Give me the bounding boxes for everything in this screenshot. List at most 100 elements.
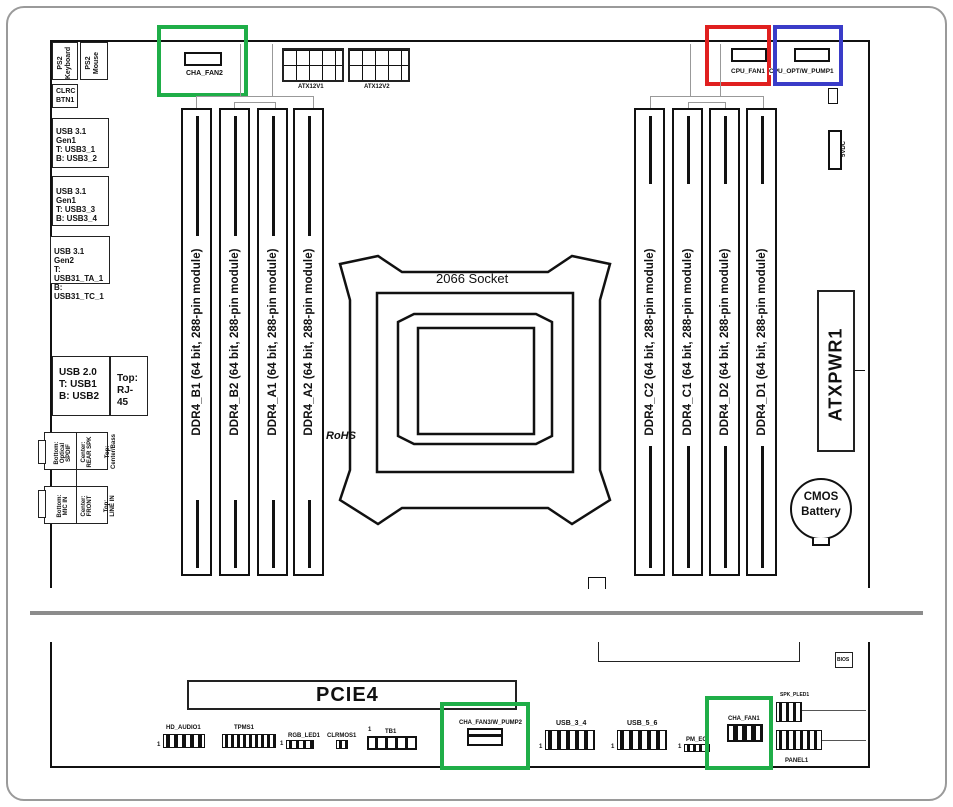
tb1-header [367, 736, 417, 750]
atx-power-connector [817, 290, 855, 452]
usb31-gen2-line1: USB 3.1 Gen2 [54, 247, 85, 265]
dimm-d1: DDR4_D1 (64 bit, 288-pin module) [746, 108, 777, 576]
socket-label: 2066 Socket [436, 271, 509, 286]
usb20-line1: USB 2.0 [59, 367, 97, 378]
dimm-a2-notch-top [308, 116, 311, 236]
dimm-a2-label: DDR4_A2 (64 bit, 288-pin module) [302, 248, 315, 436]
audio2-mic-in-label: Bottom: MIC IN [57, 494, 69, 518]
pin1-usb56: 1 [611, 744, 615, 750]
cmos-battery: CMOS Battery [790, 478, 852, 540]
cpu-opt-label: CPU_OPT/W_PUMP1 [769, 68, 834, 75]
cha-fan2-header [184, 52, 222, 66]
cha-fan3-header [467, 728, 503, 746]
chipset-block [598, 642, 800, 662]
small-jumper-right [828, 88, 838, 104]
dimm-guide-left-stem2 [272, 44, 273, 96]
dimm-c2-label: DDR4_C2 (64 bit, 288-pin module) [643, 248, 656, 436]
usb20-line3: B: USB2 [59, 391, 100, 402]
atx-power-label: ATXPWR1 [825, 327, 846, 422]
atx12v2-connector [348, 48, 410, 82]
usb31-gen1-b: USB 3.1 Gen1 T: USB3_3 B: USB3_4 [52, 176, 109, 226]
dimm-a2: DDR4_A2 (64 bit, 288-pin module) [293, 108, 324, 576]
rj45-port: Top: RJ-45 [110, 356, 148, 416]
dimm-guide-left-inner [234, 102, 276, 108]
vdc-connector [828, 130, 842, 170]
cha-fan3-label: CHA_FAN3/W_PUMP2 [459, 720, 523, 726]
dimm-guide-right-stem2 [720, 44, 721, 96]
board-top-outline [50, 40, 870, 588]
usb31-gen2-line2: T: USB31_TA_1 [54, 265, 104, 283]
dimm-d2-label: DDR4_D2 (64 bit, 288-pin module) [718, 248, 731, 436]
dimm-guide-right [650, 96, 764, 108]
cpu-fan1-header [731, 48, 767, 62]
dimm-b2-label: DDR4_B2 (64 bit, 288-pin module) [228, 248, 241, 436]
pin1-tb1: 1 [368, 727, 372, 733]
panel-header [776, 730, 822, 750]
audio1-center-bass-label: Top: Center/Bass [105, 433, 117, 469]
dimm-c1: DDR4_C1 (64 bit, 288-pin module) [672, 108, 703, 576]
dimm-b2: DDR4_B2 (64 bit, 288-pin module) [219, 108, 250, 576]
clrc-button: CLRC BTN1 [52, 84, 78, 108]
usb31-gen1-b-line2: T: USB3_3 [56, 205, 96, 214]
dimm-guide-right-inner [688, 102, 726, 108]
dimm-c2-notch-bottom [649, 446, 652, 568]
cha-fan1-label: CHA_FAN1 [728, 716, 760, 722]
usb31-gen2-line3: B: USB31_TC_1 [54, 283, 104, 301]
section-separator [30, 611, 923, 615]
dimm-c2-notch-top [649, 116, 652, 184]
audio-divider-1 [76, 432, 77, 524]
dimm-c1-notch-top [687, 116, 690, 184]
dimm-b1: DDR4_B1 (64 bit, 288-pin module) [181, 108, 212, 576]
pin1-usb34: 1 [539, 744, 543, 750]
bios-chip [835, 652, 853, 668]
panel-leader-2 [822, 740, 866, 741]
pm-ec-header [684, 744, 710, 752]
usb-5-6-label: USB_5_6 [627, 720, 658, 727]
vdc-label: 5VDC [841, 140, 848, 158]
atx-power-tick [855, 370, 865, 371]
tpms-header [222, 734, 276, 748]
clrmos-label: CLRMOS1 [327, 733, 357, 739]
audio-stack-2-tab [38, 490, 46, 518]
hd-audio-label: HD_AUDIO1 [166, 725, 201, 731]
hd-audio-header [163, 734, 205, 748]
ps2-mouse-label: PS2 Mouse [85, 51, 100, 75]
audio1-rear-spk-label: Center: REAR SPK [81, 436, 93, 468]
cha-fan1-highlight [705, 696, 773, 770]
dimm-d1-notch-bottom [761, 446, 764, 568]
cpu-fan1-highlight [705, 25, 771, 86]
usb20-line2: T: USB1 [59, 379, 97, 390]
dimm-d2: DDR4_D2 (64 bit, 288-pin module) [709, 108, 740, 576]
cmos-label-line2: Battery [801, 506, 841, 518]
dimm-d1-notch-top [761, 116, 764, 184]
rgb-led-label: RGB_LED1 [288, 733, 321, 739]
cpu-socket-outline [338, 254, 612, 526]
audio2-line-in-label: Top: LINE IN [104, 495, 116, 517]
dimm-b2-notch-bottom [234, 500, 237, 568]
dimm-c2: DDR4_C2 (64 bit, 288-pin module) [634, 108, 665, 576]
usb-5-6-header [617, 730, 667, 750]
small-chip [588, 577, 606, 589]
dimm-b1-notch-bottom [196, 500, 199, 568]
pcie4-label: PCIE4 [316, 684, 379, 706]
usb20-ports: USB 2.0 T: USB1 B: USB2 [52, 356, 110, 416]
dimm-a2-notch-bottom [308, 500, 311, 568]
dimm-a1: DDR4_A1 (64 bit, 288-pin module) [257, 108, 288, 576]
bios-label: BIOS [837, 657, 850, 663]
atx12v1-connector [282, 48, 344, 82]
dimm-c1-notch-bottom [687, 446, 690, 568]
dimm-b1-label: DDR4_B1 (64 bit, 288-pin module) [190, 248, 203, 436]
usb31-gen1-a-line1: USB 3.1 Gen1 [56, 127, 87, 145]
cha-fan3-highlight [440, 702, 530, 770]
audio-stack-1-tab [38, 440, 46, 464]
rj45-line2: RJ-45 [117, 385, 134, 408]
cha-fan2-label: CHA_FAN2 [186, 70, 223, 77]
rj45-line1: Top: [117, 373, 138, 384]
ps2-keyboard [52, 42, 78, 80]
dimm-a1-notch-top [272, 116, 275, 236]
usb31-gen1-b-line1: USB 3.1 Gen1 [56, 187, 87, 205]
cpu-opt-highlight [773, 25, 843, 86]
rgb-led-header [286, 740, 314, 749]
cha-fan1-header [727, 724, 763, 742]
dimm-a1-notch-bottom [272, 500, 275, 568]
